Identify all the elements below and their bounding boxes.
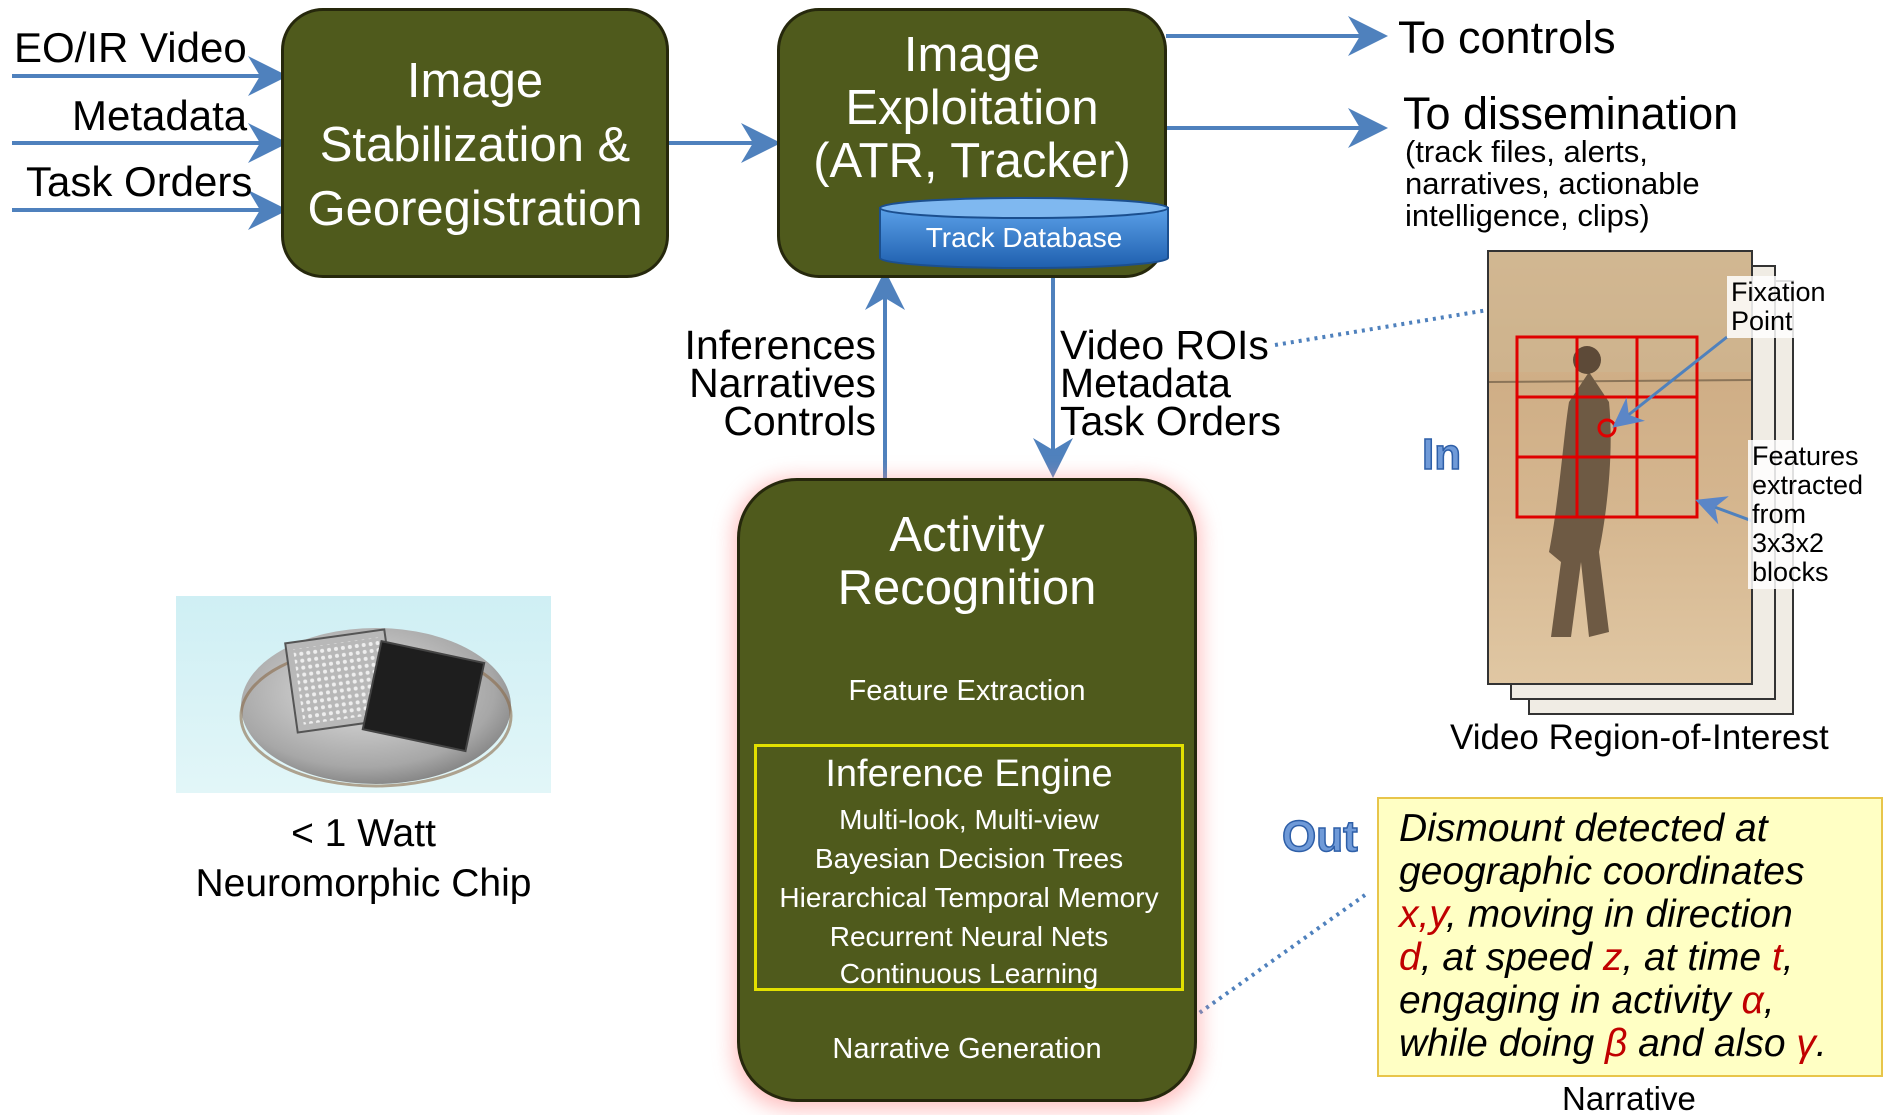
- activity-title-line1: Activity: [889, 508, 1045, 562]
- output-controls-label: To controls: [1398, 12, 1616, 63]
- narrative-generation-label: Narrative Generation: [832, 1033, 1102, 1065]
- inference-item: Multi-look, Multi-view: [839, 804, 1099, 835]
- up-label-inferences: Inferences: [684, 322, 876, 368]
- narrative-var-z: z: [1602, 936, 1623, 979]
- exploitation-line1: Image: [903, 28, 1041, 82]
- dotted-leader-roi: [1274, 308, 1489, 347]
- features-label: extracted: [1752, 470, 1864, 500]
- narrative-text: and also: [1627, 1022, 1797, 1065]
- features-label: 3x3x2: [1752, 528, 1825, 558]
- dissemination-detail-2: narratives, actionable: [1405, 166, 1700, 201]
- narrative-text: , moving in direction: [1445, 893, 1793, 936]
- narrative-text: ,: [1763, 979, 1775, 1022]
- in-label: In: [1421, 429, 1462, 480]
- roi-frame-front: [1487, 250, 1753, 685]
- chip-label-line1: < 1 Watt: [291, 812, 436, 855]
- narrative-line5: engaging in activity α,: [1399, 979, 1881, 1022]
- inference-item: Hierarchical Temporal Memory: [779, 882, 1159, 913]
- narrative-var-t: t: [1771, 936, 1783, 979]
- narrative-line6: while doing β and also γ.: [1399, 1022, 1881, 1065]
- output-dissemination-label: To dissemination: [1403, 88, 1739, 139]
- feature-extraction-label: Feature Extraction: [848, 675, 1086, 707]
- down-label-metadata: Metadata: [1060, 360, 1231, 406]
- down-label-video-rois: Video ROIs: [1060, 322, 1269, 368]
- narrative-var-gamma: γ: [1796, 1022, 1816, 1065]
- stabilization-line3: Georegistration: [307, 181, 643, 236]
- features-tag: Features extracted from 3x3x2 blocks: [1748, 440, 1888, 589]
- up-label-narratives: Narratives: [689, 360, 876, 406]
- narrative-text: , at speed: [1420, 936, 1603, 979]
- narrative-var-d: d: [1399, 936, 1421, 979]
- narrative-line3: x,y, moving in direction: [1399, 893, 1881, 936]
- input-label-task-orders: Task Orders: [26, 158, 253, 205]
- chip-label-line2: Neuromorphic Chip: [195, 862, 532, 905]
- input-label-video: EO/IR Video: [14, 24, 247, 71]
- narrative-text: while doing: [1399, 1022, 1605, 1065]
- features-label: blocks: [1752, 557, 1829, 587]
- feature-grid: [1515, 335, 1751, 525]
- roi-caption: Video Region-of-Interest: [1450, 718, 1829, 757]
- down-label-task-orders: Task Orders: [1060, 398, 1281, 444]
- inference-item: Recurrent Neural Nets: [829, 921, 1109, 952]
- dissemination-detail-1: (track files, alerts,: [1405, 134, 1648, 169]
- input-label-metadata: Metadata: [72, 92, 248, 139]
- up-label-controls: Controls: [723, 398, 876, 444]
- dotted-leader-narrative: [1113, 893, 1367, 1075]
- inference-engine-title: Inference Engine: [825, 753, 1113, 795]
- features-label: Features: [1752, 441, 1859, 471]
- coin-chip-icon: [239, 628, 513, 788]
- narrative-text: engaging in activity: [1399, 979, 1742, 1022]
- narrative-var-alpha: α: [1741, 979, 1764, 1022]
- dissemination-detail-3: intelligence, clips): [1405, 198, 1650, 233]
- track-database-label: Track Database: [925, 222, 1123, 253]
- narrative-var-beta: β: [1604, 1022, 1628, 1065]
- image-stabilization-box: Image Stabilization & Georegistration: [281, 8, 669, 278]
- inference-engine-box: Inference Engine Multi-look, Multi-view …: [754, 744, 1184, 991]
- track-database-icon: [879, 197, 1169, 269]
- activity-title-line2: Recognition: [837, 561, 1097, 615]
- fixation-label-2: Point: [1731, 306, 1793, 336]
- features-label: from: [1752, 499, 1806, 529]
- stabilization-line1: Image: [406, 54, 544, 108]
- fixation-point-tag: Fixation Point: [1727, 276, 1845, 338]
- fixation-label-1: Fixation: [1731, 277, 1826, 307]
- narrative-line4: d, at speed z, at time t,: [1399, 936, 1881, 979]
- narrative-var-xy: x,y: [1399, 893, 1446, 936]
- narrative-caption: Narrative: [1562, 1080, 1696, 1117]
- inference-item: Continuous Learning: [839, 958, 1099, 989]
- stabilization-line2: Stabilization &: [319, 117, 631, 172]
- activity-recognition-box: Activity Recognition Feature Extraction …: [737, 478, 1197, 1102]
- narrative-text: , at time: [1622, 936, 1772, 979]
- narrative-text: ,: [1782, 936, 1794, 979]
- exploitation-line3: (ATR, Tracker): [813, 134, 1131, 188]
- exploitation-line2: Exploitation: [845, 81, 1099, 135]
- chip-photo: [176, 596, 551, 793]
- out-label: Out: [1281, 811, 1358, 862]
- narrative-line1: Dismount detected at: [1399, 807, 1768, 850]
- inference-item: Bayesian Decision Trees: [814, 843, 1124, 874]
- narrative-box: Dismount detected at geographic coordina…: [1377, 797, 1883, 1077]
- narrative-line2: geographic coordinates: [1399, 850, 1805, 893]
- narrative-text: .: [1815, 1022, 1827, 1065]
